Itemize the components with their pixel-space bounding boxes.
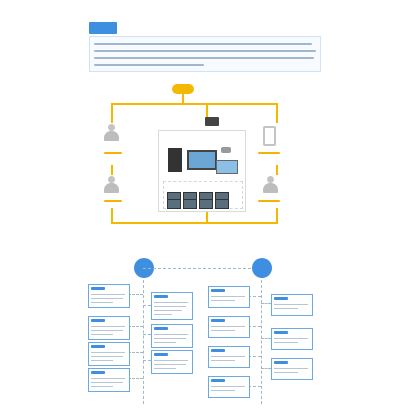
teacher-feature-card <box>88 342 130 366</box>
teacher-feature-card <box>88 316 130 340</box>
connector <box>111 222 278 224</box>
teacher-feature-card <box>88 284 130 308</box>
student-laptop-icon <box>262 176 278 194</box>
right-top-caption <box>258 152 280 154</box>
teacher-feature-card <box>151 324 193 348</box>
student-feature-card <box>208 346 250 368</box>
terminal-screen-icon <box>199 199 213 209</box>
student-feature-card <box>208 316 250 338</box>
mobile-phone-icon <box>263 126 276 146</box>
connector <box>111 165 113 175</box>
intro-text <box>90 37 91 38</box>
display-screen-icon <box>187 150 217 170</box>
terminal-screen-icon <box>167 199 181 209</box>
student-feature-card <box>271 358 313 380</box>
teacher-feature-card <box>151 292 193 320</box>
teacher-trunk-line <box>143 280 144 404</box>
server-icon <box>168 148 182 172</box>
teacher-computer-icon <box>103 124 119 142</box>
student-feature-card <box>208 376 250 398</box>
teacher-feature-card <box>151 350 193 374</box>
student-feature-card <box>271 328 313 350</box>
connector <box>111 103 113 123</box>
left-bottom-caption <box>104 200 122 202</box>
left-top-caption <box>104 152 122 154</box>
connector <box>111 208 113 222</box>
right-bottom-caption <box>258 200 280 202</box>
student-trunk-line <box>261 280 262 404</box>
connector <box>206 210 208 222</box>
terminal-screen-icon <box>183 199 197 209</box>
student-feature-card <box>208 286 250 308</box>
hub-device-icon <box>205 117 219 126</box>
connector <box>276 208 278 222</box>
section-title-badge <box>89 22 117 34</box>
camera-icon <box>221 147 231 153</box>
student-avatar-icon <box>252 258 272 278</box>
connector <box>111 103 278 105</box>
roles-link-line <box>143 268 251 269</box>
connector <box>182 94 184 104</box>
teacher-feature-card <box>88 368 130 392</box>
student-feature-card <box>271 294 313 316</box>
connector <box>276 103 278 123</box>
connector <box>276 165 278 175</box>
connector <box>206 103 208 117</box>
intro-paragraph <box>89 36 321 72</box>
student-desk-icon <box>103 176 119 194</box>
laptop-icon <box>216 160 238 174</box>
cloud-icon <box>172 84 194 94</box>
terminal-screen-icon <box>215 199 229 209</box>
